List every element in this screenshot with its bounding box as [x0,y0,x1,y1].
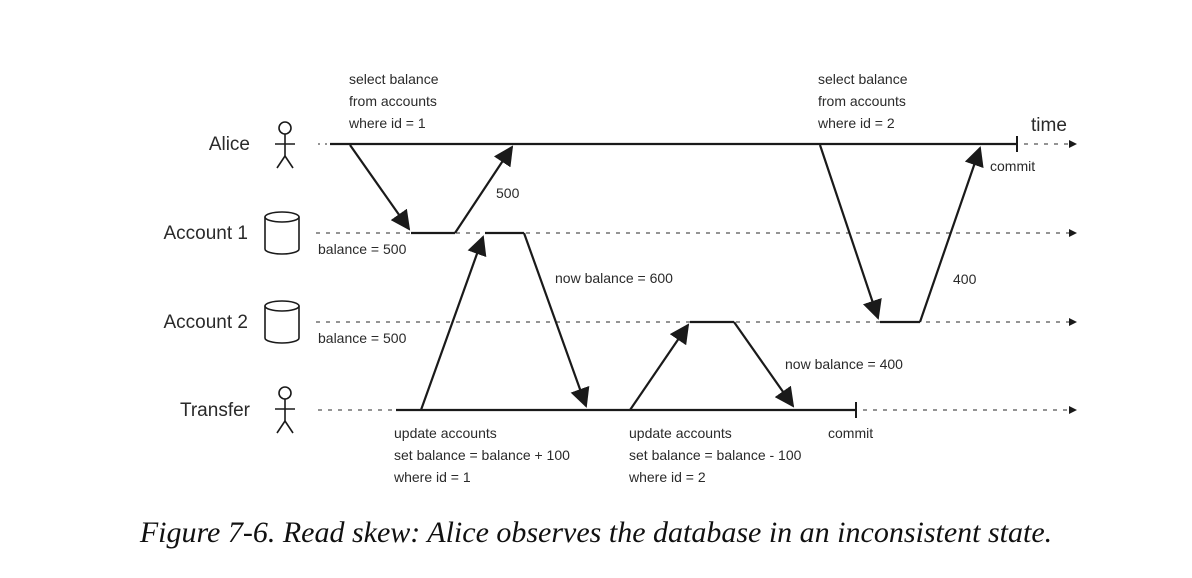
alice-time-arrowhead [1069,140,1077,148]
time-axis-label: time [1031,115,1067,136]
account2-database-icon [264,300,300,344]
transfer-update-account2-path [629,320,795,411]
lane-label-alice: Alice [209,134,250,155]
svg-text:where id = 1: where id = 1 [348,115,426,131]
alice-read-account1-path [349,144,514,235]
lane-label-account2: Account 2 [164,312,249,333]
svg-text:select balance: select balance [349,71,439,87]
lane-label-transfer: Transfer [180,400,251,421]
figure-caption: Figure 7-6. Read skew: Alice observes th… [139,516,1053,549]
account2-new-balance: now balance = 400 [785,356,903,372]
account2-timeline [316,318,1077,326]
account1-timeline [316,229,1077,237]
transfer-timeline [318,402,1077,418]
transfer-person-icon [275,386,295,434]
transfer-update-account1-path [419,231,590,411]
transfer-update-1-text: update accounts set balance = balance + … [393,425,570,485]
alice-timeline [318,136,1077,152]
read2-value-label: 400 [953,271,977,287]
svg-text:where id = 2: where id = 2 [817,115,895,131]
alice-person-icon [275,121,295,169]
svg-text:select balance: select balance [818,71,908,87]
account1-database-icon [264,211,300,255]
svg-text:where id = 1: where id = 1 [393,469,471,485]
svg-text:from accounts: from accounts [818,93,906,109]
alice-read-account2-path [818,144,984,324]
svg-text:set balance = balance + 100: set balance = balance + 100 [394,447,570,463]
transfer-commit-label: commit [828,425,873,441]
alice-commit-label: commit [990,158,1035,174]
svg-text:set balance = balance - 100: set balance = balance - 100 [629,447,802,463]
account2-initial-balance: balance = 500 [318,330,407,346]
alice-query-2: select balance from accounts where id = … [817,71,908,131]
svg-text:where id = 2: where id = 2 [628,469,706,485]
read1-value-label: 500 [496,185,520,201]
svg-text:update accounts: update accounts [629,425,732,441]
account1-new-balance: now balance = 600 [555,270,673,286]
svg-text:from accounts: from accounts [349,93,437,109]
alice-query-1: select balance from accounts where id = … [348,71,439,131]
transfer-update-2-text: update accounts set balance = balance - … [628,425,802,485]
lane-label-account1: Account 1 [164,223,249,244]
svg-text:update accounts: update accounts [394,425,497,441]
read-skew-diagram: Alice Account 1 Account 2 Transfer [164,71,1077,485]
account1-initial-balance: balance = 500 [318,241,407,257]
